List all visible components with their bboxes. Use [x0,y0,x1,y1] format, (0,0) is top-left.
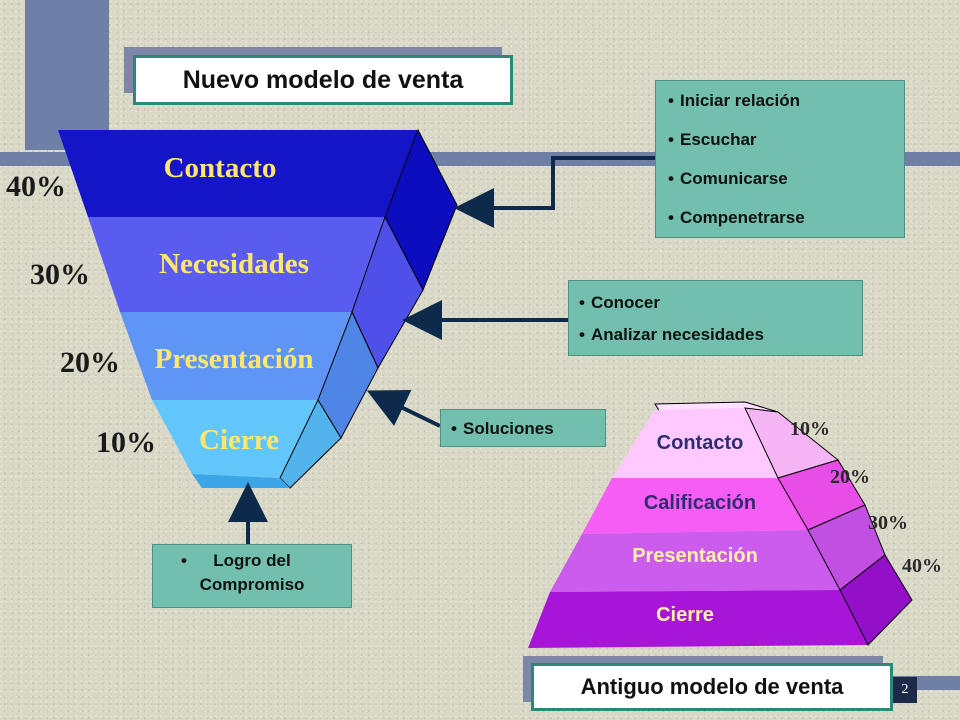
bullet-icon: • [181,551,187,570]
funnel-percent-necesidades: 30% [30,258,90,291]
slide-number: 2 [893,677,917,703]
pyramid-contacto-front [612,408,778,478]
funnel-label-cierre: Cierre [199,424,279,456]
pyramid-percent-contacto: 10% [790,418,830,440]
funnel-label-presentacion: Presentación [154,343,314,375]
pyramid-label-cierre: Cierre [656,604,714,626]
new-model-title: Nuevo modelo de venta [133,55,513,105]
pyramid-cierre-side [839,554,913,646]
pyramid-percent-calificacion: 20% [830,466,870,488]
pyramid-percent-cierre: 40% [902,555,942,577]
funnel-presentacion-front [120,312,352,400]
pyramid-cierre-front [528,590,868,648]
note-contacto-item: Iniciar relación [666,81,894,120]
funnel-necesidades-front [88,217,385,312]
note-presentacion: Soluciones [440,409,606,447]
note-necesidades-item: Analizar necesidades [577,319,854,351]
pyramid-label-calificacion: Calificación [643,492,757,514]
pyramid-presentacion-front [550,530,840,592]
note-contacto-item: Compenetrarse [666,198,894,237]
top-left-vertical-bar [25,0,109,150]
old-model-title: Antiguo modelo de venta [531,663,893,711]
note-necesidades-item: Conocer [577,287,854,319]
note-contacto-item: Comunicarse [666,159,894,198]
note-cierre: • Logro del Compromiso [152,544,352,608]
funnel-percent-cierre: 10% [96,426,156,459]
pyramid-calificacion-front [582,478,808,534]
pyramid-label-presentacion: Presentación [632,545,758,567]
funnel-percent-presentacion: 20% [60,346,120,379]
note-contacto: Iniciar relación Escuchar Comunicarse Co… [655,80,905,238]
arrow-contacto [454,156,655,228]
note-presentacion-item: Soluciones [449,417,597,441]
funnel-percent-contacto: 40% [6,170,66,203]
pyramid-percent-presentacion: 30% [868,512,908,534]
note-necesidades: Conocer Analizar necesidades [568,280,863,356]
pyramid-label-contacto: Contacto [656,432,744,454]
note-cierre-text-1: Logro del [213,551,291,570]
funnel-label-contacto: Contacto [163,152,277,184]
note-cierre-line: • Logro del [161,549,343,573]
funnel-contacto-front [58,130,418,217]
note-contacto-item: Escuchar [666,120,894,159]
note-cierre-text-2: Compromiso [199,575,305,594]
funnel-cierre-front [152,400,318,478]
arrow-presentacion [366,389,441,428]
funnel-label-necesidades: Necesidades [159,248,309,280]
